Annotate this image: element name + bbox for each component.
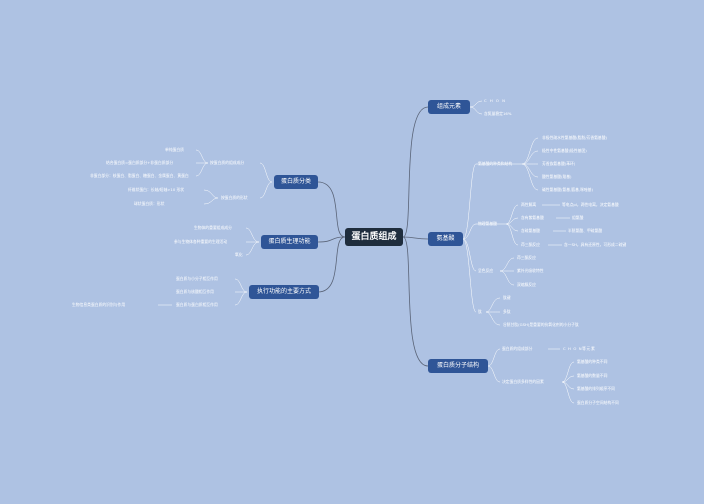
amino-peptide-item: 多肽 bbox=[503, 309, 511, 314]
branch-classification[interactable]: 蛋白质分类 bbox=[274, 175, 318, 189]
branch-structure[interactable]: 蛋白质分子结构 bbox=[428, 359, 488, 373]
mode-item: 蛋白质与核酸相互作用 bbox=[176, 289, 214, 294]
classification-shape-label: 按蛋白质的形状 bbox=[221, 195, 248, 200]
structure-determine-item: 蛋白质分子空间结构不同 bbox=[577, 400, 619, 405]
amino-classify-item: 极性中性氨基酸(极性基团) bbox=[542, 148, 587, 153]
structure-determine-item: 氨基酸的种类不同 bbox=[577, 359, 608, 364]
amino-props-val: 含一SH，具有还原性，可形成二硫键 bbox=[564, 242, 627, 247]
classification-composition-item: 非蛋白部分：核蛋白、脂蛋白、糖蛋白、金属蛋白、黄蛋白 bbox=[90, 173, 189, 178]
classification-composition-item: 结合蛋白质=蛋白质部分+非蛋白质部分 bbox=[106, 160, 174, 165]
amino-peptide-item: 肽键 bbox=[503, 295, 511, 300]
function-item: 生物体的重要组成成分 bbox=[194, 225, 232, 230]
branch-function[interactable]: 蛋白质生理功能 bbox=[261, 235, 318, 249]
amino-props-key: 茚三酮反应 bbox=[521, 242, 540, 247]
function-item: 氧化 bbox=[235, 252, 243, 257]
amino-peptide-label: 肽 bbox=[478, 309, 482, 314]
structure-determine-label: 决定蛋白质多样性的因素 bbox=[502, 379, 544, 384]
structure-primary-value: C H O N等元素 bbox=[563, 346, 596, 351]
mode-item: 蛋白质与小分子相互作用 bbox=[176, 276, 218, 281]
mode-item: 蛋白质与蛋白质相互作用 bbox=[176, 302, 218, 307]
amino-reaction-item: 紫外光吸收特性 bbox=[517, 268, 544, 273]
amino-classify-item: 芳香族氨基酸(苯环) bbox=[542, 161, 576, 166]
amino-props-key: 两性解离 bbox=[521, 202, 537, 207]
amino-props-label: 物理氨基酸 bbox=[478, 221, 497, 226]
amino-reaction-item: 双缩脲反应 bbox=[517, 282, 536, 287]
element-item: 含氮量稳定16% bbox=[484, 111, 512, 116]
element-item: C H O N bbox=[484, 98, 506, 103]
amino-reaction-label: 呈色反应 bbox=[478, 268, 494, 273]
amino-props-key: 含有紫氨基酸 bbox=[521, 215, 544, 220]
center-topic[interactable]: 蛋白质组成 bbox=[345, 228, 403, 246]
amino-props-key: 含硫氨基酸 bbox=[521, 228, 540, 233]
amino-peptide-item: 谷胱甘肽(GSH)是重要的抗氧化剂的小分子肽 bbox=[503, 322, 579, 327]
amino-reaction-item: 茚三酮反应 bbox=[517, 255, 536, 260]
classification-composition-label: 按蛋白质的组成成分 bbox=[210, 160, 245, 165]
amino-classify-item: 酸性氨基酸(羧基) bbox=[542, 174, 572, 179]
amino-classify-item: 碱性氨基酸(氨基,胍基,咪唑基) bbox=[542, 187, 593, 192]
amino-props-val: 半胱氨酸、甲硫氨酸 bbox=[568, 228, 603, 233]
amino-classify-label: 氨基酸的种类和结构 bbox=[478, 161, 513, 166]
classification-shape-item: 球状蛋白质：形状 bbox=[134, 201, 165, 206]
branch-mode[interactable]: 执行功能的主要方式 bbox=[249, 285, 319, 299]
branch-element[interactable]: 组成元素 bbox=[428, 100, 470, 114]
branch-amino-acid[interactable]: 氨基酸 bbox=[428, 232, 463, 246]
amino-props-val: 组氨酸 bbox=[572, 215, 584, 220]
classification-composition-item: 单纯蛋白质 bbox=[165, 147, 184, 152]
mode-extra: 生物信息类蛋白质的识别与作用 bbox=[72, 302, 126, 307]
structure-primary-label: 蛋白质的组成部分 bbox=[502, 346, 533, 351]
function-item: 参与生物体各种重要的生理活动 bbox=[174, 239, 228, 244]
amino-classify-item: 非极性疏水性氨基酸(脂肪/芳香氨基酸) bbox=[542, 135, 607, 140]
amino-props-val: 等电点pI，两性电离，决定氨基酸 bbox=[562, 202, 619, 207]
structure-determine-item: 氨基酸的排列顺序不同 bbox=[577, 386, 615, 391]
structure-determine-item: 氨基酸的数量不同 bbox=[577, 373, 608, 378]
classification-shape-item: 纤维状蛋白：长轴/短轴>10 形状 bbox=[128, 187, 185, 192]
